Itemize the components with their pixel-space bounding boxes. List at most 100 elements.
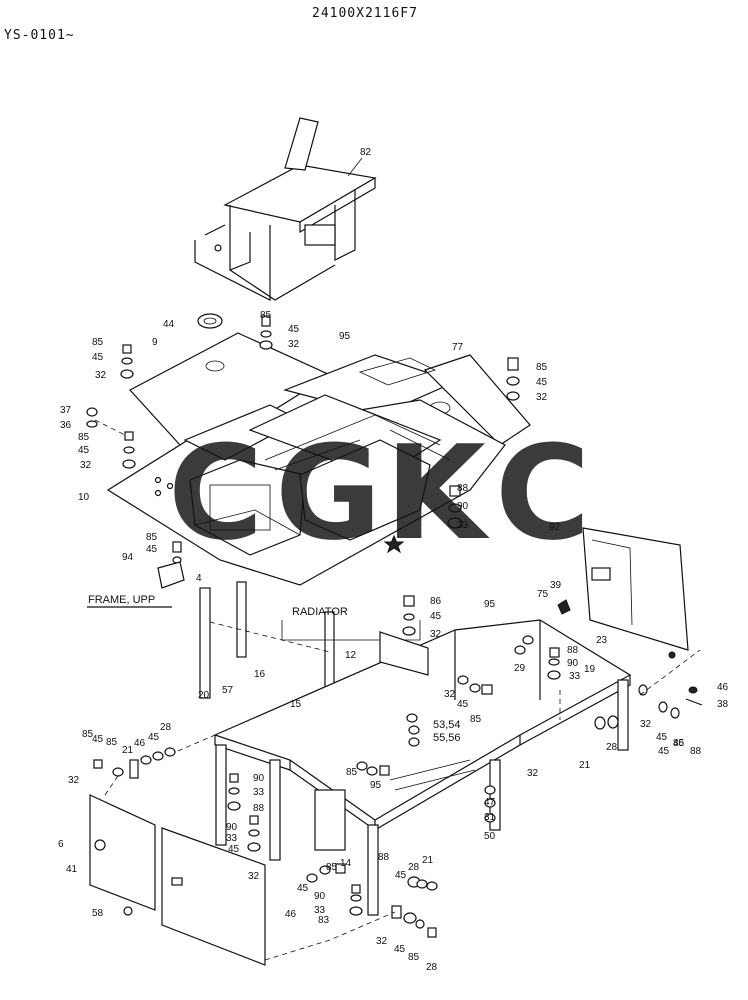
callout-38: 38 [717,699,729,710]
callout-10: 10 [78,492,90,503]
callout-32: 32 [80,460,92,471]
star-mark [383,534,405,554]
drawing-number: 24100X2116F7 [312,6,418,21]
callout-45: 45 [92,734,104,745]
callout-85: 85 [106,737,118,748]
fastener-stack-29[interactable] [514,635,534,655]
callout-6: 6 [58,839,64,850]
seat-assembly[interactable] [194,117,377,301]
guide-line [264,911,396,961]
callout-85: 85 [326,862,338,873]
callout-46: 46 [673,738,685,749]
callout-32: 32 [527,768,539,779]
callout-37: 37 [60,405,72,416]
callout-32: 32 [536,392,548,403]
door-panel-6[interactable] [89,794,156,911]
callout-19: 19 [584,664,596,675]
fastener-stack-left-lower[interactable] [93,747,176,779]
fastener-stack-88-90-33-left[interactable] [227,773,261,852]
callout-21: 21 [422,855,434,866]
callout-28: 28 [160,722,172,733]
guide-line [104,772,121,796]
fastener-stack-31-47[interactable] [484,785,496,823]
callout-29: 29 [514,663,526,674]
callout-90: 90 [253,773,265,784]
callout-12: 12 [345,650,357,661]
leader-82 [347,157,363,177]
callout-32: 32 [288,339,300,350]
fastener-stack-left-mid[interactable] [86,407,136,469]
fastener-stack-53-56[interactable] [406,713,420,747]
radiator-label: RADIATOR [292,606,348,618]
callout-39: 39 [550,580,562,591]
fastener-stack-bottom-center[interactable] [306,863,363,916]
callout-44: 44 [163,319,175,330]
fastener-stack-top-left[interactable] [120,344,134,379]
grommet-41[interactable] [123,906,133,916]
fastener-stack-center[interactable] [259,315,273,350]
guide-line [639,649,701,696]
callout-90: 90 [314,891,326,902]
callout-4: 4 [196,573,202,584]
callout-21: 21 [122,745,134,756]
callout-45: 45 [297,883,309,894]
fastener-stack-top-right[interactable] [506,357,520,401]
fastener-stack-right-88[interactable] [547,647,561,680]
callout-41: 41 [66,864,78,875]
callout-85: 85 [260,310,272,321]
callout-9: 9 [152,337,158,348]
callout-85: 85 [92,337,104,348]
callout-45: 45 [430,611,442,622]
callout-88: 88 [567,645,579,656]
fastener-stack-right-edge[interactable] [594,684,703,730]
fastener-stack-88-90-33[interactable] [447,485,463,529]
callout-20: 20 [198,690,210,701]
watermark-letter: G [275,417,382,569]
callout-95: 95 [339,331,351,342]
callout-23: 23 [596,635,608,646]
fastener-stack-86[interactable] [402,595,416,636]
callout-45: 45 [395,870,407,881]
side-panel-83[interactable] [161,827,266,966]
guide-line [177,734,216,752]
callout-95: 95 [370,780,382,791]
fastener-stack-bottom-right[interactable] [391,876,438,938]
bolt-75-39[interactable] [557,599,571,615]
callout-85: 85 [146,532,158,543]
callout-28: 28 [606,742,618,753]
lower-frame[interactable] [213,619,632,916]
callout-86: 86 [430,596,442,607]
serial-number-range: YS-0101~ [4,28,75,43]
callout-45: 45 [288,324,300,335]
callout-88: 88 [690,746,702,757]
callout-28: 28 [426,962,438,973]
callout-45: 45 [394,944,406,955]
callout-16: 16 [254,669,266,680]
watermark: C G K C [168,417,590,569]
callout-95: 95 [484,599,496,610]
fastener-stack-45-85-center[interactable] [457,675,493,695]
fastener-stack-94[interactable] [157,541,185,589]
callout-58: 58 [92,908,104,919]
fastener-stack-45-85-mid[interactable] [356,761,390,776]
callout-57: 57 [222,685,234,696]
callout-88: 88 [378,852,390,863]
callout-85: 85 [408,952,420,963]
callout-77: 77 [452,342,464,353]
side-panel-92[interactable] [582,527,689,659]
callout-46: 46 [134,738,146,749]
callout-33: 33 [226,833,238,844]
vertical-posts[interactable] [199,581,335,699]
callout-92: 92 [549,522,561,533]
watermark-letter: K [385,417,490,569]
callout-33: 33 [569,671,581,682]
frame-upp-label: FRAME, UPP [88,594,155,606]
main-upper-frame[interactable] [94,394,506,586]
seal-part-44[interactable] [197,313,223,329]
range-label-53-54: 53,54 [433,719,461,731]
callout-90: 90 [226,822,238,833]
callout-45: 45 [78,445,90,456]
callout-85: 85 [470,714,482,725]
callout-32: 32 [248,871,260,882]
callout-layer: 8244854532957785453298545323736854532108… [58,147,729,973]
